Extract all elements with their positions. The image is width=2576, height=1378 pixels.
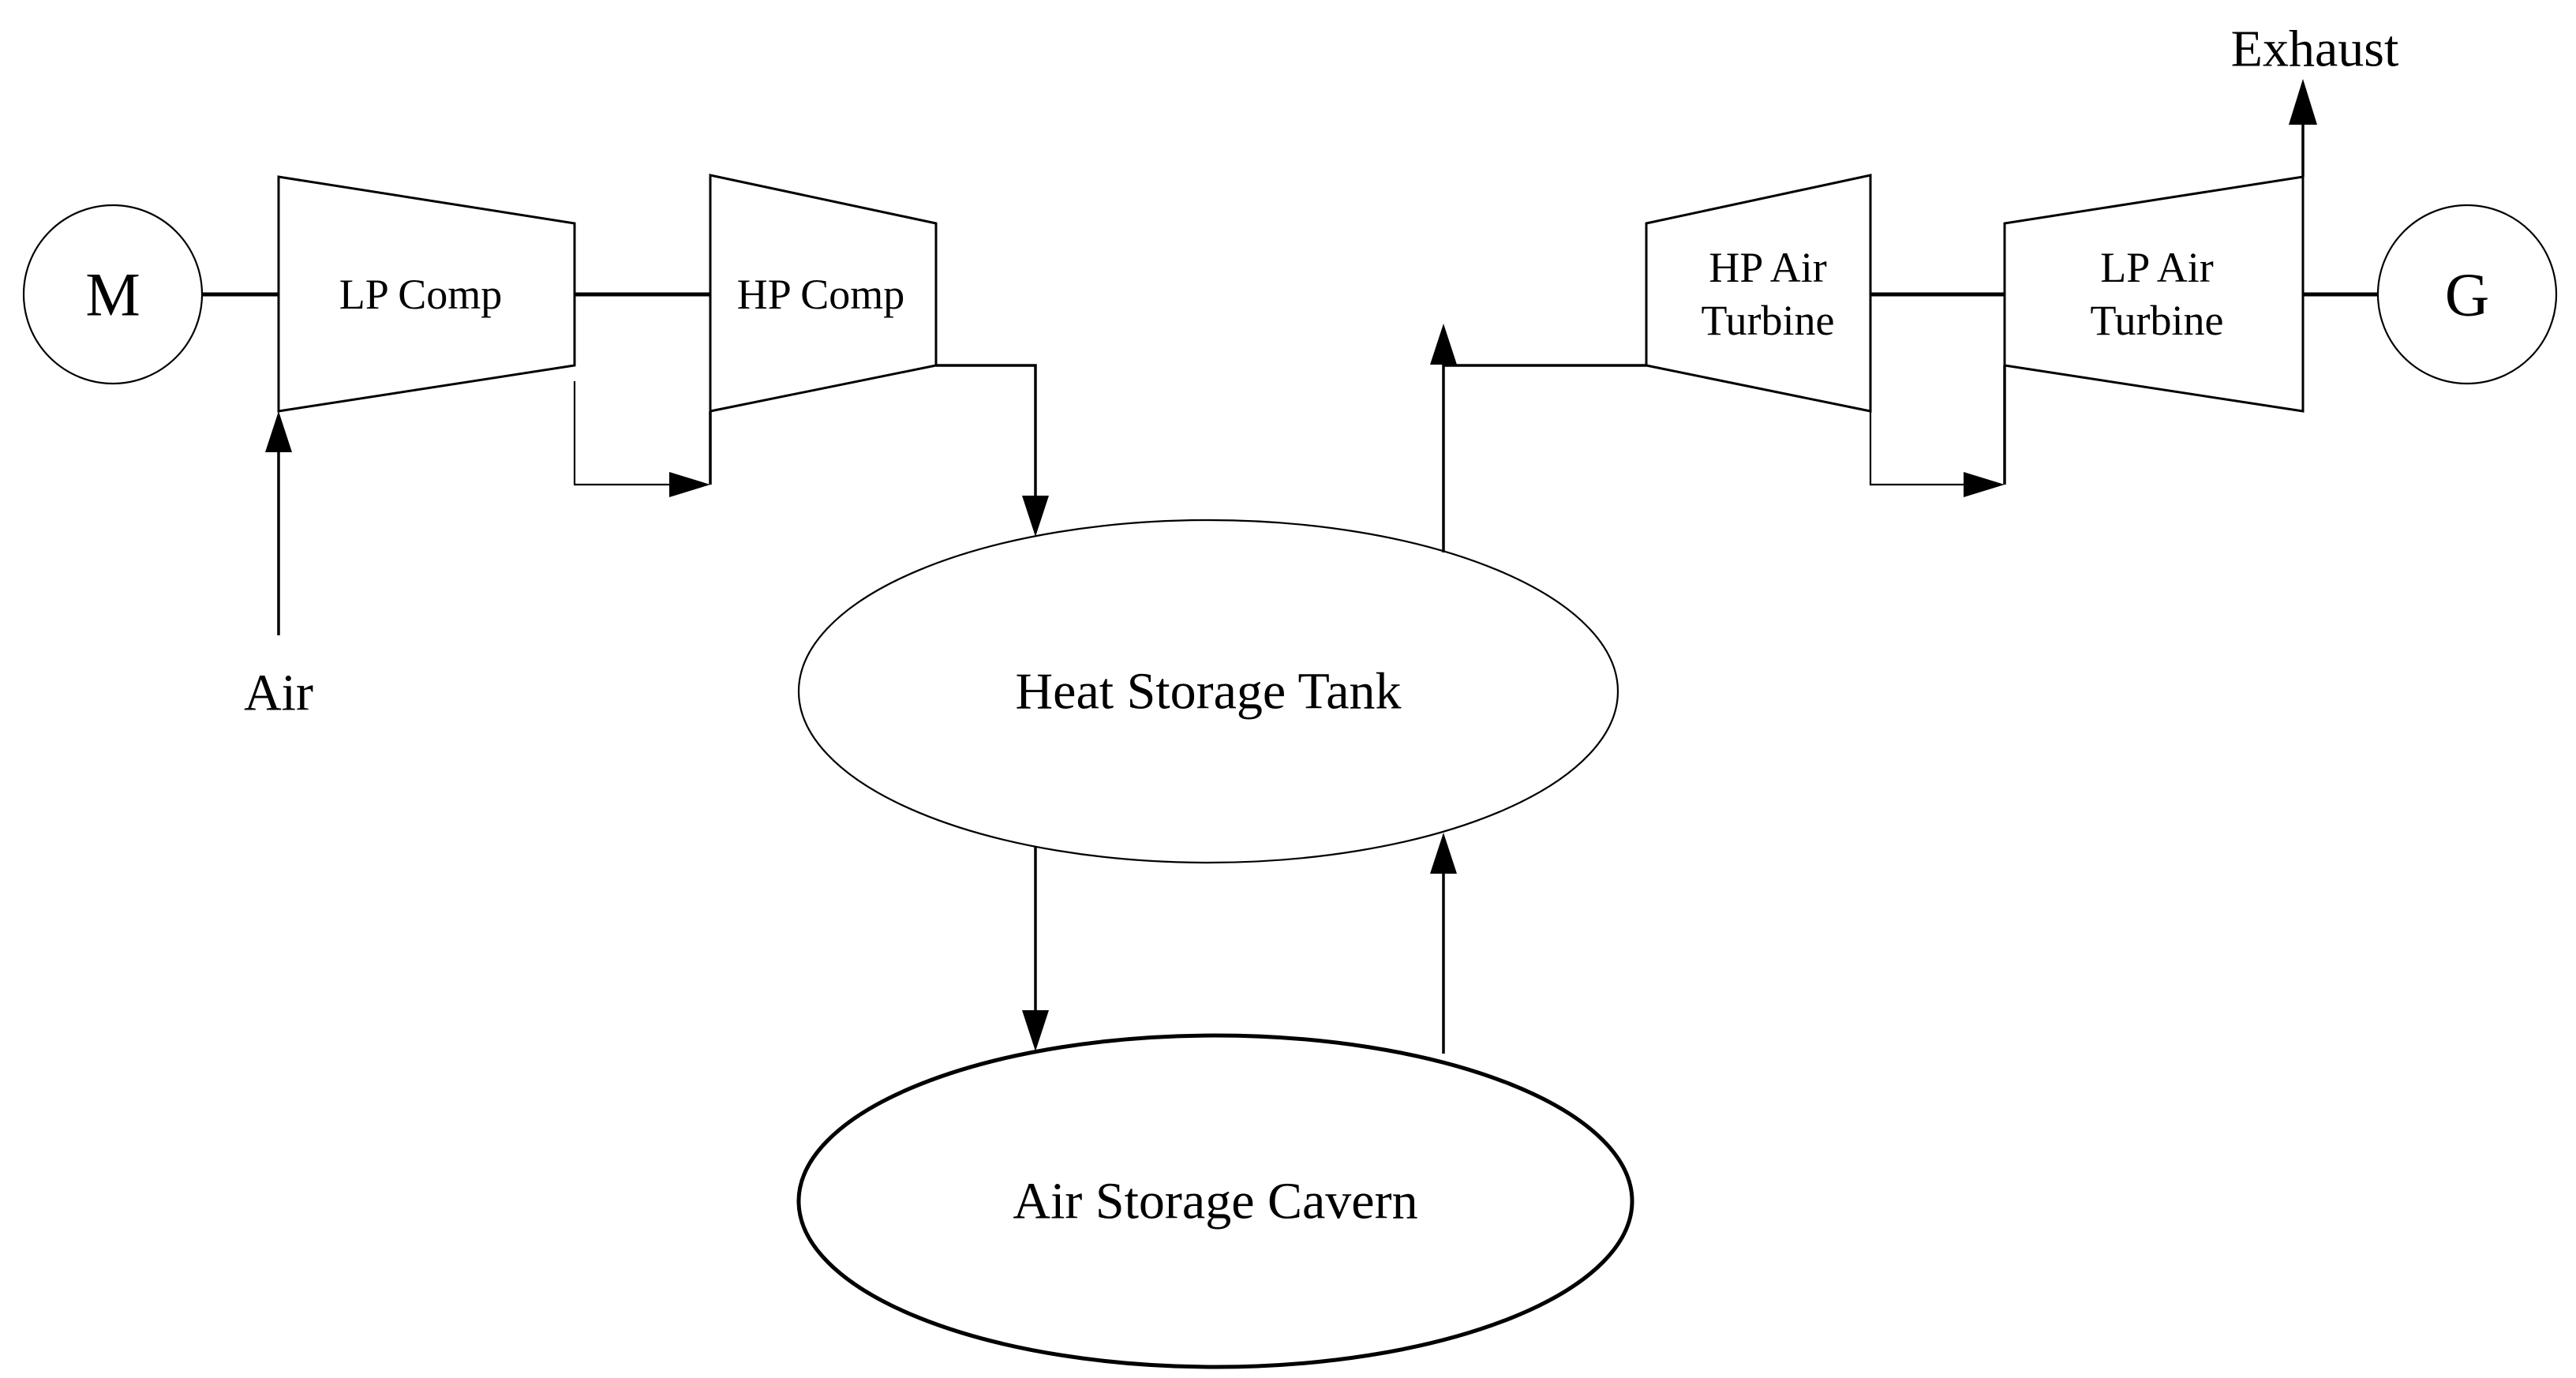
lp-air-turbine-shape	[2003, 175, 2305, 413]
hp-compressor-to-tank-arrowhead	[1022, 496, 1049, 537]
heat-storage-tank-ellipse	[797, 519, 1619, 864]
hp-to-lp-turbine-line	[1869, 411, 1971, 486]
air-inlet-flow: Air	[244, 411, 313, 722]
hp-to-lp-turbine-arrowhead	[1964, 472, 2005, 497]
generator-label: G	[2445, 260, 2489, 329]
motor-node: M	[22, 204, 204, 385]
exhaust-label: Exhaust	[2231, 21, 2399, 78]
hp-compressor-to-tank-flow	[936, 364, 1049, 537]
lp-air-turbine-label-line1: LP Air	[2100, 244, 2214, 291]
tank-to-hp-turbine-flow	[1430, 324, 1646, 552]
air-inlet-label: Air	[244, 665, 313, 722]
lp-compressor-label: LP Comp	[339, 271, 503, 318]
tank-to-hp-turbine-line	[1442, 364, 1646, 552]
air-storage-cavern-ellipse	[796, 1033, 1634, 1369]
hp-compressor-to-tank-line	[936, 364, 1037, 497]
air-storage-cavern-label: Air Storage Cavern	[1013, 1173, 1417, 1230]
cavern-to-tank-flow	[1430, 833, 1457, 1054]
hp-compressor-node: HP Comp	[709, 174, 938, 413]
exhaust-flow: Exhaust	[2231, 21, 2399, 177]
lp-air-turbine-label-line2: Turbine	[2090, 297, 2223, 344]
generator-node: G	[2376, 204, 2558, 385]
tank-to-cavern-flow	[1022, 847, 1049, 1051]
air-storage-cavern-node: Air Storage Cavern	[796, 1033, 1634, 1369]
air-inlet-arrowhead	[265, 411, 292, 452]
lp-compressor-shape	[277, 175, 576, 413]
hp-air-turbine-label-line1: HP Air	[1709, 244, 1827, 291]
generator-circle	[2376, 204, 2558, 385]
hp-compressor-label: HP Comp	[737, 271, 905, 318]
cavern-to-tank-arrowhead	[1430, 833, 1457, 874]
motor-label: M	[85, 260, 140, 329]
heat-storage-tank-label: Heat Storage Tank	[1015, 663, 1401, 721]
lp-compressor-node: LP Comp	[277, 175, 576, 413]
hp-air-turbine-shape	[1645, 174, 1872, 413]
tank-to-cavern-arrowhead	[1022, 1010, 1049, 1051]
heat-storage-tank-node: Heat Storage Tank	[797, 519, 1619, 864]
lp-to-hp-compressor-flow	[573, 381, 712, 497]
lp-to-hp-line	[573, 381, 677, 486]
exhaust-arrowhead	[2289, 79, 2317, 125]
hp-to-lp-turbine-flow	[1869, 365, 2006, 497]
lp-air-turbine-node: LP Air Turbine	[2003, 175, 2305, 413]
hp-air-turbine-label-line2: Turbine	[1701, 297, 1834, 344]
hp-air-turbine-node: HP Air Turbine	[1645, 174, 1872, 413]
lp-to-hp-arrowhead	[669, 472, 710, 497]
tank-to-hp-turbine-arrowhead	[1430, 324, 1457, 365]
